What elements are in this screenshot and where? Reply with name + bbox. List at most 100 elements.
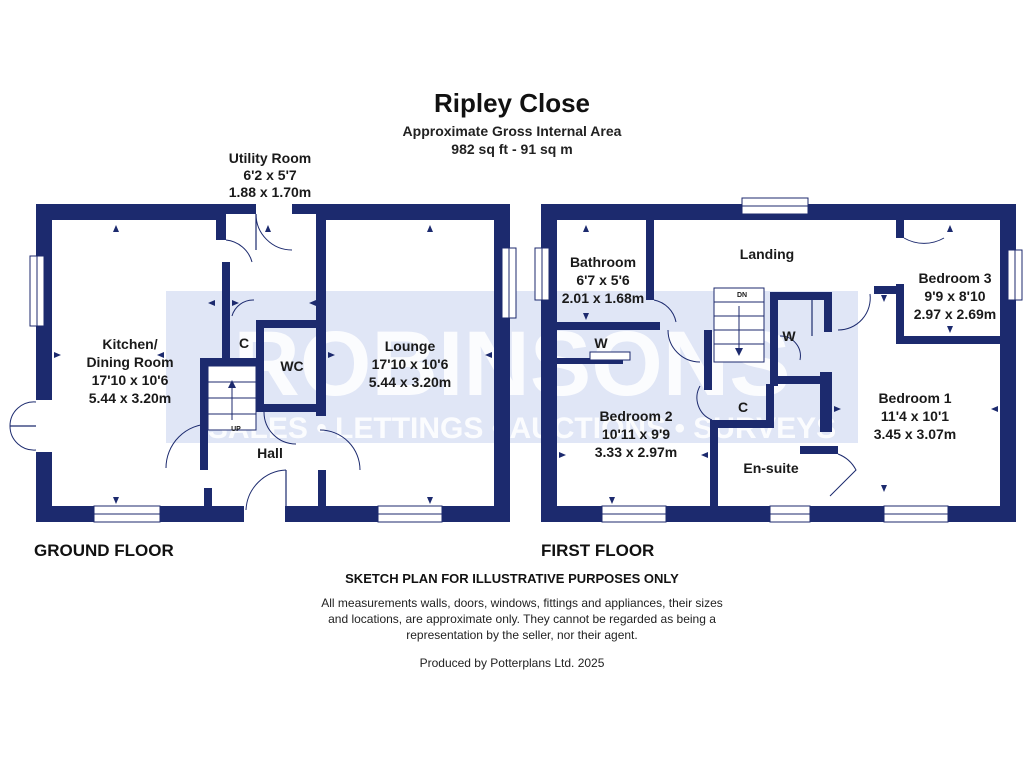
bathroom-metric: 2.01 x 1.68m <box>562 290 645 306</box>
dimension-tick <box>559 452 566 458</box>
wc-label: WC <box>280 358 303 374</box>
door-swing <box>653 299 677 323</box>
wall <box>770 376 832 384</box>
landing-label: Landing <box>740 246 794 262</box>
wall <box>896 336 1006 344</box>
wall <box>200 358 262 366</box>
dimension-tick <box>309 300 316 306</box>
front-door-swing <box>245 469 287 511</box>
wall <box>36 204 222 220</box>
wall <box>704 330 712 390</box>
wall <box>555 358 623 364</box>
stair-arrow-head <box>735 348 743 356</box>
door-swing <box>9 401 37 427</box>
bedroom3-name: Bedroom 3 <box>918 270 991 286</box>
disclaimer-text: All measurements walls, doors, windows, … <box>321 596 723 642</box>
wall <box>204 488 212 510</box>
dimension-tick <box>232 300 239 306</box>
kitchen-name-line1: Kitchen/ <box>102 336 157 352</box>
first-cupboard-label: C <box>738 399 748 415</box>
door-swing <box>903 237 945 244</box>
dimension-tick <box>947 326 953 333</box>
dimension-tick <box>54 352 61 358</box>
produced-by: Produced by Potterplans Ltd. 2025 <box>419 656 605 670</box>
wall <box>318 470 326 510</box>
door-swing <box>231 299 255 317</box>
wall <box>874 286 900 294</box>
door-swing <box>696 385 713 421</box>
dimension-tick <box>113 497 119 504</box>
door-swing <box>319 429 361 471</box>
dimension-tick <box>583 313 589 320</box>
wall <box>770 296 778 386</box>
door-swing <box>255 213 293 251</box>
wall <box>316 236 326 416</box>
bedroom2-imperial: 10'11 x 9'9 <box>602 426 670 442</box>
ground-cupboard-label: C <box>239 335 249 351</box>
dimension-tick <box>583 225 589 232</box>
watermark-services: SALES • LETTINGS • AUCTIONS • SURVEYS <box>208 412 836 445</box>
lounge-imperial: 17'10 x 10'6 <box>372 356 449 372</box>
kitchen-metric: 5.44 x 3.20m <box>89 390 172 406</box>
wall <box>555 322 653 330</box>
dimension-tick <box>328 352 335 358</box>
kitchen-name-line2: Dining Room <box>86 354 173 370</box>
door-swing <box>225 239 253 263</box>
door-swing <box>667 329 701 363</box>
stairs-down-label: DN <box>737 292 747 299</box>
wall <box>896 284 904 344</box>
stair-arrow-head <box>228 380 236 388</box>
dimension-tick <box>834 406 841 412</box>
wall <box>222 204 256 214</box>
wall <box>292 204 320 214</box>
stairs-up-label: UP <box>231 426 241 433</box>
first-floor-label: FIRST FLOOR <box>541 541 655 560</box>
hall-label: Hall <box>257 445 283 461</box>
kitchen-imperial: 17'10 x 10'6 <box>92 372 169 388</box>
door-swing <box>779 335 801 361</box>
bedroom1-imperial: 11'4 x 10'1 <box>881 408 949 424</box>
ground-floor-label: GROUND FLOOR <box>34 541 174 560</box>
plan-subtitle: Approximate Gross Internal Area <box>402 123 622 139</box>
bedroom2-name: Bedroom 2 <box>599 408 672 424</box>
bedroom3-imperial: 9'9 x 8'10 <box>924 288 985 304</box>
lounge-metric: 5.44 x 3.20m <box>369 374 452 390</box>
dimension-tick <box>157 352 164 358</box>
wall <box>200 358 208 470</box>
wall <box>316 210 326 236</box>
wall <box>766 384 774 428</box>
dimension-tick <box>427 225 433 232</box>
wall <box>316 204 510 220</box>
dimension-tick <box>265 225 271 232</box>
wardrobe-door <box>589 351 631 361</box>
watermark-brand: ROBINSONS <box>233 313 790 415</box>
wall <box>710 420 718 516</box>
plan-title: Ripley Close <box>433 88 591 118</box>
dimension-tick <box>113 225 119 232</box>
bathroom-name: Bathroom <box>570 254 636 270</box>
dimension-tick <box>947 225 953 232</box>
lounge-name: Lounge <box>385 338 436 354</box>
dimension-tick <box>208 300 215 306</box>
door-swing <box>165 423 211 469</box>
wall <box>264 404 320 412</box>
door-swing <box>829 453 857 497</box>
dimension-tick <box>881 295 887 302</box>
wall <box>824 292 832 332</box>
wall <box>640 322 660 330</box>
door-swing <box>263 411 297 445</box>
wall <box>710 420 768 428</box>
wall <box>216 204 226 240</box>
bedroom1-metric: 3.45 x 3.07m <box>874 426 957 442</box>
bedroom2-metric: 3.33 x 2.97m <box>595 444 678 460</box>
door-swing <box>837 293 871 331</box>
wall <box>36 204 52 522</box>
wall <box>800 446 838 454</box>
bedroom3-metric: 2.97 x 2.69m <box>914 306 997 322</box>
dimension-tick <box>609 497 615 504</box>
first-floor-plan: Bathroom 6'7 x 5'6 2.01 x 1.68m Landing … <box>534 197 1023 523</box>
bedroom1-name: Bedroom 1 <box>878 390 951 406</box>
wall <box>770 292 832 300</box>
door-swing <box>9 425 37 451</box>
